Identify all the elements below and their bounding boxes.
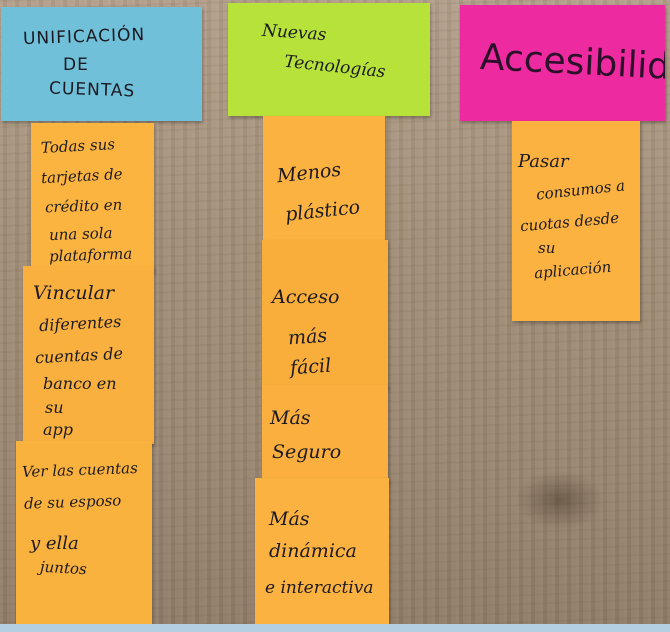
note-line: plataforma — [48, 244, 133, 266]
note-line: su — [538, 239, 556, 257]
sticky-note-menos-plastico: Menos plástico — [263, 116, 385, 246]
header-line: UNIFICACIÓN — [22, 24, 146, 50]
note-line: y ella — [30, 533, 79, 554]
sticky-note-tarjetas: Todas sus tarjetas de crédito en una sol… — [31, 123, 154, 273]
note-line: Seguro — [272, 441, 342, 463]
note-line: tarjetas de — [40, 164, 124, 188]
note-line: aplicación — [533, 257, 613, 283]
note-line: fácil — [289, 354, 332, 380]
header-note-accesibilidad: Accesibilidad — [460, 5, 665, 121]
note-line: cuentas de — [34, 343, 124, 368]
note-line: juntos — [39, 557, 88, 579]
header-note-unificacion: UNIFICACIÓN DE CUENTAS — [1, 7, 202, 121]
sticky-note-mas-seguro: Más Seguro — [262, 385, 388, 485]
note-line: app — [43, 420, 74, 439]
note-line: de su esposo — [23, 491, 122, 513]
sticky-note-vincular: Vincular diferentes cuentas de banco en … — [23, 266, 154, 444]
note-line: Menos — [276, 158, 343, 188]
header-line: CUENTAS — [48, 78, 136, 102]
note-line: Pasar — [518, 151, 569, 172]
note-line: Acceso — [272, 286, 340, 308]
wood-knot — [515, 470, 605, 530]
note-line: una sola — [48, 223, 113, 245]
note-line: diferentes — [38, 311, 122, 336]
note-line: Ver las cuentas — [21, 458, 139, 482]
header-note-nuevas-tecnologias: Nuevas Tecnologías — [228, 3, 430, 116]
bottom-edge — [0, 624, 670, 632]
note-line: Vincular — [33, 282, 115, 304]
note-line: más — [287, 324, 328, 350]
sticky-note-acceso-facil: Acceso más fácil — [262, 240, 388, 388]
note-line: cuotas desde — [519, 208, 620, 236]
header-line: DE — [63, 55, 89, 75]
header-line: Accesibilidad — [479, 36, 665, 91]
header-line: Tecnologías — [283, 51, 387, 83]
sticky-note-ver-cuentas: Ver las cuentas de su esposo y ella junt… — [16, 441, 152, 624]
header-line: Nuevas — [261, 20, 327, 46]
note-line: Más — [269, 508, 310, 530]
note-line: su — [45, 398, 64, 417]
sticky-note-mas-dinamica: Más dinámica e interactiva — [255, 478, 389, 624]
note-line: dinámica — [269, 540, 357, 562]
sticky-note-cuotas: Pasar consumos a cuotas desde su aplicac… — [512, 121, 640, 321]
note-line: crédito en — [44, 195, 123, 217]
note-line: consumos a — [535, 176, 626, 204]
note-line: Todas sus — [40, 135, 116, 157]
note-line: plástico — [284, 196, 362, 226]
note-line: e interactiva — [265, 578, 374, 598]
note-line: banco en — [43, 374, 117, 393]
note-line: Más — [270, 407, 311, 429]
